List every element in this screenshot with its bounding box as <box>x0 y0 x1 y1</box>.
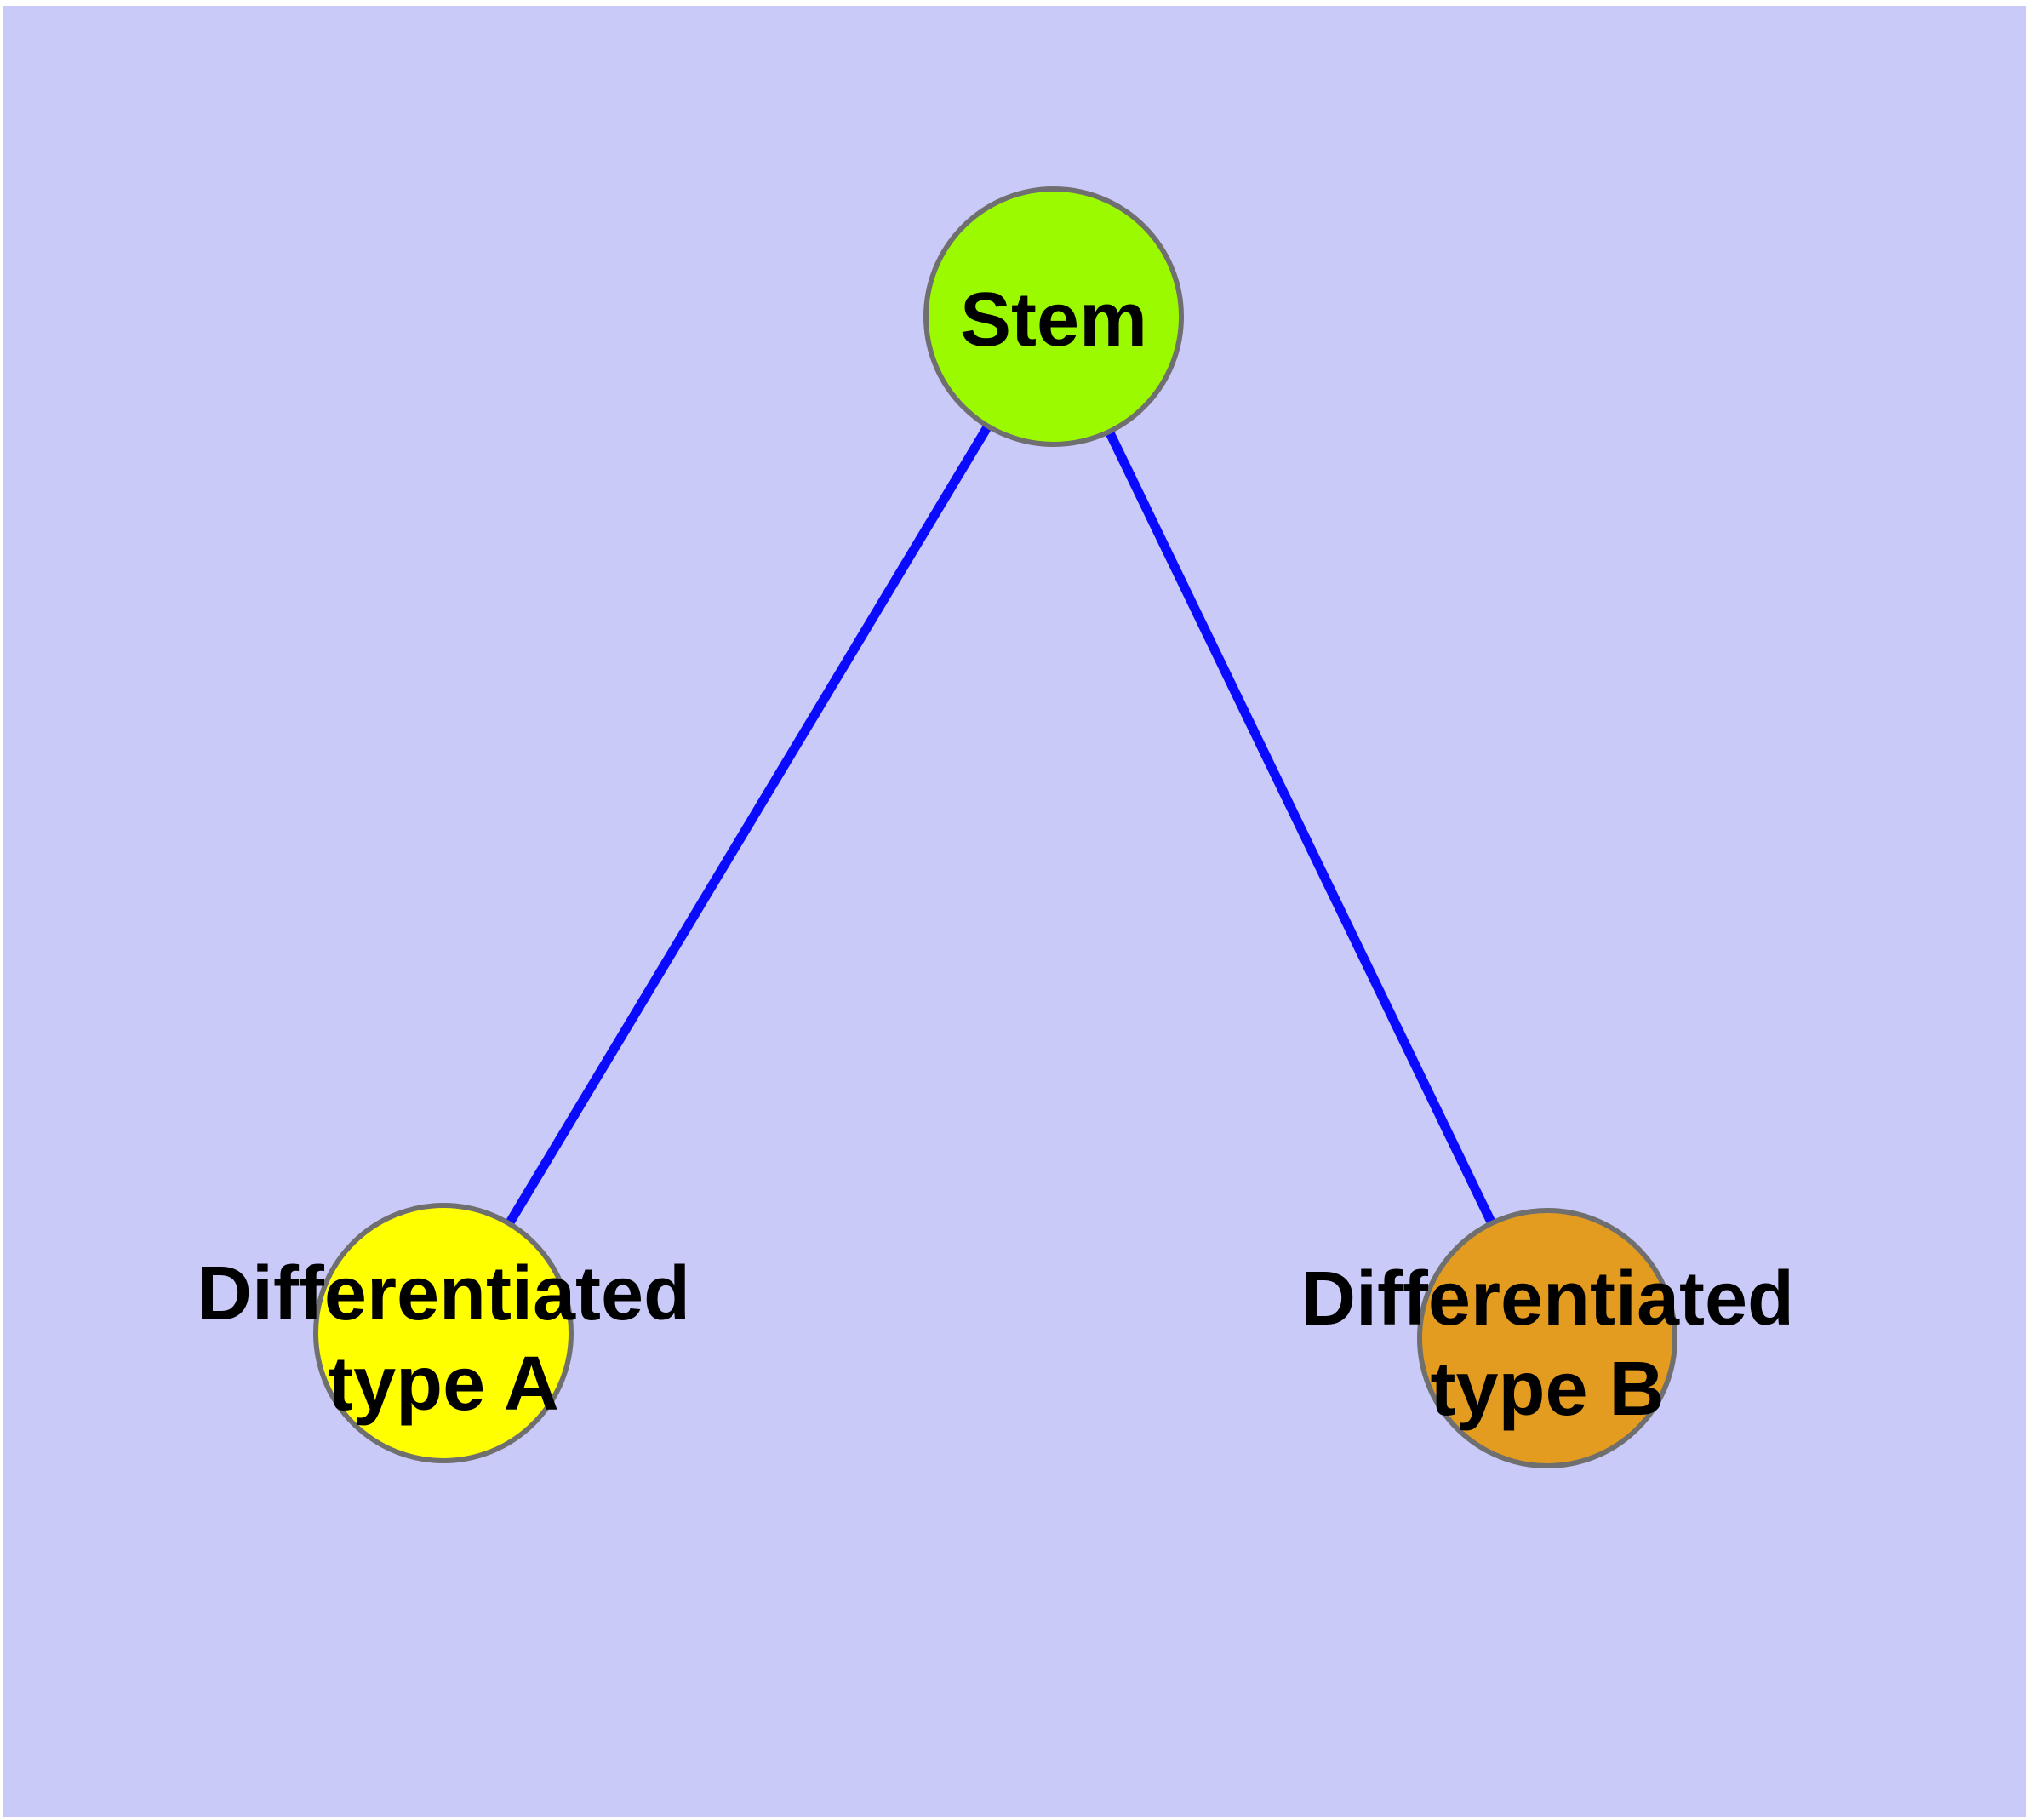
node-differentiated-type-b <box>1417 1208 1677 1468</box>
node-type-a-label-line2: type A <box>328 1342 559 1427</box>
node-differentiated-type-a <box>313 1203 574 1463</box>
edge-stem-to-type-a <box>439 314 1058 1336</box>
node-type-b-label-line1: Differentiated <box>1300 1256 1794 1342</box>
edge-stem-to-type-b <box>1049 314 1552 1341</box>
labels-group: Stem Differentiated type A Differentiate… <box>197 278 1794 1432</box>
nodes-group <box>313 186 1677 1468</box>
node-type-a-label-line1: Differentiated <box>197 1251 690 1336</box>
node-stem <box>923 186 1184 447</box>
node-stem-label: Stem <box>960 278 1147 363</box>
edges-group <box>439 314 1552 1341</box>
node-type-b-label-line2: type B <box>1430 1347 1664 1432</box>
